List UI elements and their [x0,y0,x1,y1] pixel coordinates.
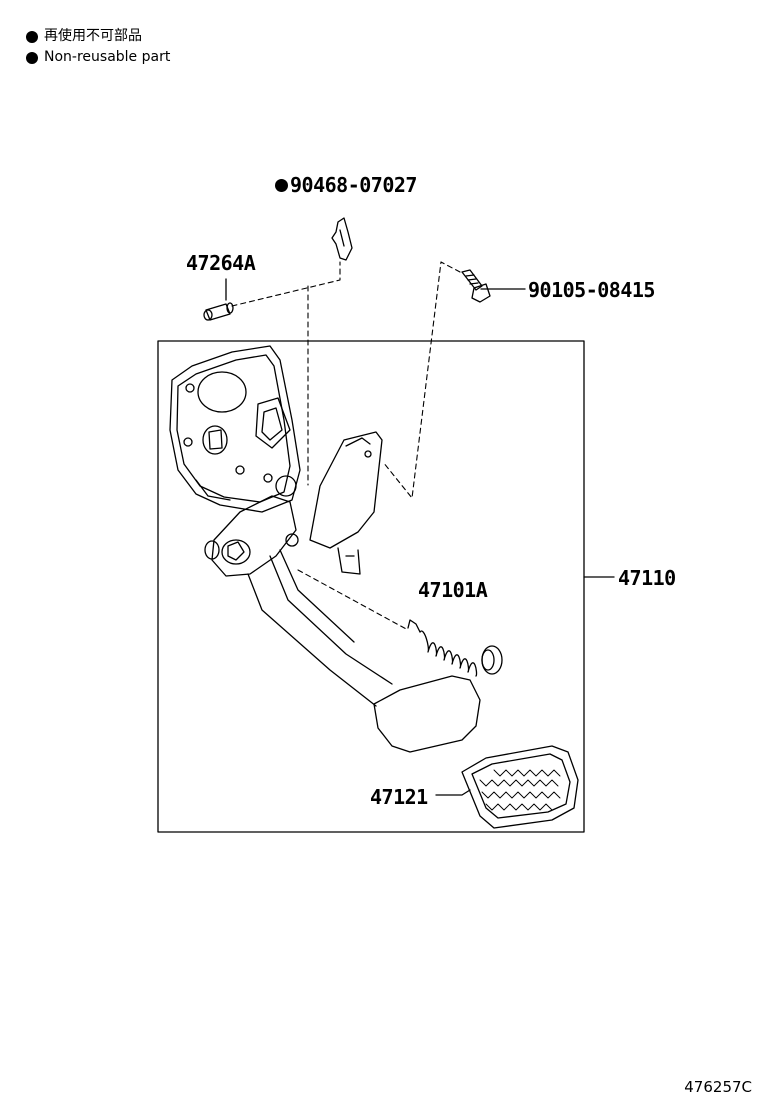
return-spring [407,619,503,677]
leader-lines [225,278,615,796]
assembly-frame [157,340,585,833]
figure-code: 476257C [684,1078,752,1096]
non-reusable-marker-icon [275,178,288,192]
clip-part [331,217,353,261]
bolt-part [461,269,491,303]
legend: 再使用不可部品 Non-reusable part [26,26,170,68]
rubber-pad [461,745,579,829]
legend-text-en: Non-reusable part [44,49,171,65]
part-label-spring: 47101A [418,578,488,602]
non-reusable-marker-icon [26,30,38,43]
legend-row-jp: 再使用不可部品 [26,26,170,47]
part-label-pad: 47121 [370,785,428,809]
part-number-clip: 90468-07027 [290,173,417,197]
pedal-arm [204,475,393,707]
part-label-pin: 47264A [186,251,256,275]
pedal-bracket [169,345,301,513]
part-label-assembly: 47110 [618,566,676,590]
pin-part [203,302,234,321]
legend-row-en: Non-reusable part [26,47,170,68]
non-reusable-marker-icon [26,51,38,64]
part-label-clip: 90468-07027 [275,173,417,197]
part-label-bolt: 90105-08415 [528,278,655,302]
legend-text-jp: 再使用不可部品 [44,28,142,44]
dashed-guides [231,261,461,631]
pedal-plate [373,675,481,753]
side-bracket [309,431,383,575]
